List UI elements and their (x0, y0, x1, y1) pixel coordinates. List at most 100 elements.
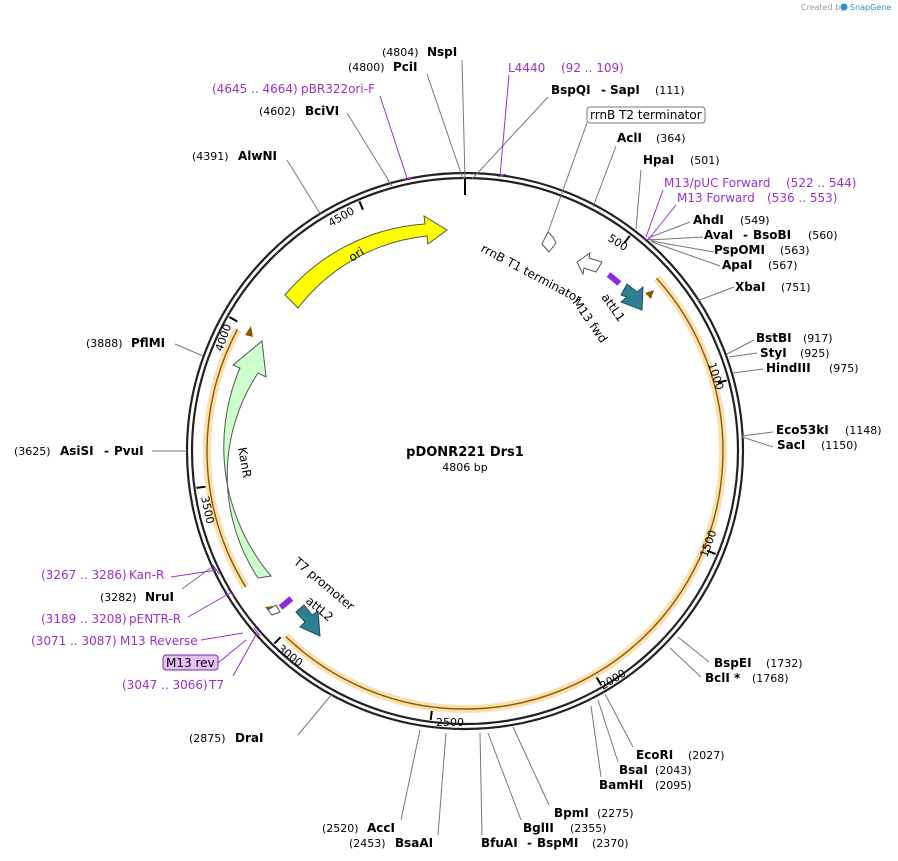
enzyme-bspmi[interactable]: BspMI (537, 836, 578, 850)
enzyme-apai[interactable]: ApaI (722, 258, 752, 272)
enzyme-pos: (563) (780, 244, 810, 257)
enzyme-hpai[interactable]: HpaI (643, 153, 674, 167)
credit-text: Created by (801, 3, 845, 12)
enzyme-nspi[interactable]: NspI (427, 45, 457, 59)
region-arrowhead-right (645, 290, 654, 299)
t7-promoter-arrow (267, 604, 281, 616)
enzyme-eco53ki[interactable]: Eco53kI (776, 423, 829, 437)
enzyme-alwni[interactable]: AlwNI (238, 149, 277, 163)
feature-rrnb-t2-label: rrnB T2 terminator (590, 108, 702, 122)
enzyme-sep: - (601, 83, 606, 97)
kan-region-line (206, 329, 247, 588)
enzyme-xbai[interactable]: XbaI (735, 280, 765, 294)
enzyme-bsobi[interactable]: BsoBI (753, 228, 791, 242)
enzyme-pos: (560) (808, 229, 838, 242)
enzyme-pos: (751) (781, 281, 811, 294)
enzyme-pos: (364) (656, 132, 686, 145)
enzyme-bsaai[interactable]: BsaAI (395, 836, 433, 850)
primer-kan-r[interactable]: Kan-R (129, 568, 164, 582)
enzyme-nrui[interactable]: NruI (145, 590, 174, 604)
primer-pentr-r[interactable]: pENTR-R (129, 612, 181, 626)
enzyme-pos: (975) (829, 362, 859, 375)
enzyme-avai[interactable]: AvaI (704, 228, 733, 242)
enzyme-sep: - (743, 228, 748, 242)
enzyme-pos: (501) (690, 154, 720, 167)
primer-m13-puc-forward[interactable]: M13/pUC Forward (664, 176, 771, 190)
enzyme-pflmi[interactable]: PflMI (131, 336, 165, 350)
enzyme-pos: (2043) (655, 764, 692, 777)
snapgene-logo-icon (840, 3, 848, 11)
enzyme-labels: (4804) NspI (4800) PciI BspQI - SapI (11… (14, 45, 882, 850)
enzyme-bspei[interactable]: BspEI (714, 656, 752, 670)
enzyme-acci[interactable]: AccI (367, 821, 395, 835)
enzyme-pcii[interactable]: PciI (393, 60, 418, 74)
feature-m13rev-label: M13 rev (166, 656, 215, 670)
feature-rrnb-t1-arrow[interactable] (576, 251, 603, 276)
enzyme-pos: (2520) (322, 822, 359, 835)
primer-pbr322ori-f[interactable]: pBR322ori-F (301, 82, 375, 96)
credit-brand: SnapGene (850, 3, 891, 12)
enzyme-styi[interactable]: StyI (760, 346, 787, 360)
enzyme-pos: (111) (655, 84, 685, 97)
primer-l4440[interactable]: L4440 (508, 61, 545, 75)
plasmid-size: 4806 bp (442, 461, 487, 474)
enzyme-acli[interactable]: AclI (617, 131, 642, 145)
enzyme-asisi[interactable]: AsiSI (60, 444, 94, 458)
feature-ori-arrow[interactable] (284, 215, 448, 309)
enzyme-bspqi[interactable]: BspQI (551, 83, 591, 97)
plasmid-name: pDONR221 Drs1 (406, 445, 524, 460)
enzyme-pos: (4602) (259, 105, 296, 118)
primer-range: (536 .. 553) (767, 191, 837, 205)
scale-tick-4000 (228, 316, 238, 323)
enzyme-bsai[interactable]: BsaI (619, 763, 648, 777)
enzyme-pos: (4800) (348, 61, 385, 74)
feature-rrnb-t2-arrow[interactable] (541, 231, 557, 253)
scale-tick-500 (623, 235, 631, 244)
enzyme-sapi[interactable]: SapI (610, 83, 640, 97)
feature-kanr-arrow[interactable] (223, 340, 272, 579)
enzyme-pos: (1768) (752, 672, 789, 685)
enzyme-ahdi[interactable]: AhdI (693, 213, 724, 227)
primer-leaders (170, 74, 677, 677)
enzyme-leaders (152, 59, 774, 836)
enzyme-hindiii[interactable]: HindIII (766, 361, 811, 375)
enzyme-pos: (4804) (382, 46, 419, 59)
rrnb-t2-label-box (586, 106, 706, 124)
enzyme-bamhi[interactable]: BamHI (599, 778, 643, 792)
m13-rev-leader (217, 639, 247, 664)
tick-label-2500: 2500 (436, 716, 464, 729)
enzyme-pos: (4391) (192, 150, 229, 163)
scale-tick-3000 (273, 636, 282, 645)
enzyme-pos: (549) (740, 214, 770, 227)
attl1-primer-site (606, 272, 622, 286)
enzyme-pos: (567) (768, 259, 798, 272)
enzyme-drai[interactable]: DraI (235, 731, 263, 745)
enzyme-ecori[interactable]: EcoRI (636, 748, 673, 762)
enzyme-bglii[interactable]: BglII (523, 821, 554, 835)
tick-label-500: 500 (605, 232, 630, 254)
enzyme-bcli[interactable]: BclI * (705, 671, 741, 685)
feature-rrnb-t1-label: rrnB T1 terminator (479, 241, 584, 306)
feature-attl2-arrow[interactable] (295, 604, 321, 637)
primer-t7[interactable]: T7 (208, 678, 224, 692)
enzyme-pos: (925) (800, 347, 830, 360)
enzyme-pos: (3888) (86, 337, 123, 350)
primer-m13-forward[interactable]: M13 Forward (677, 191, 755, 205)
enzyme-bstbi[interactable]: BstBI (756, 331, 792, 345)
primer-range: (3047 .. 3066) (122, 678, 208, 692)
enzyme-saci[interactable]: SacI (777, 438, 805, 452)
ccdb-region-line (285, 277, 724, 710)
primer-range: (3189 .. 3208) (41, 612, 127, 626)
primer-m13-reverse[interactable]: M13 Reverse (120, 634, 198, 648)
feature-kanr-label: KanR (235, 446, 254, 479)
enzyme-pos: (3625) (14, 445, 51, 458)
tick-label-1500: 1500 (698, 528, 720, 559)
enzyme-bcivi[interactable]: BciVI (305, 104, 339, 118)
enzyme-pvui[interactable]: PvuI (114, 444, 144, 458)
enzyme-pos: (917) (803, 332, 833, 345)
feature-attl1-arrow[interactable] (620, 283, 644, 311)
enzyme-bpmi[interactable]: BpmI (554, 806, 589, 820)
enzyme-pspomi[interactable]: PspOMI (714, 243, 765, 257)
enzyme-bfuai[interactable]: BfuAI (481, 836, 518, 850)
